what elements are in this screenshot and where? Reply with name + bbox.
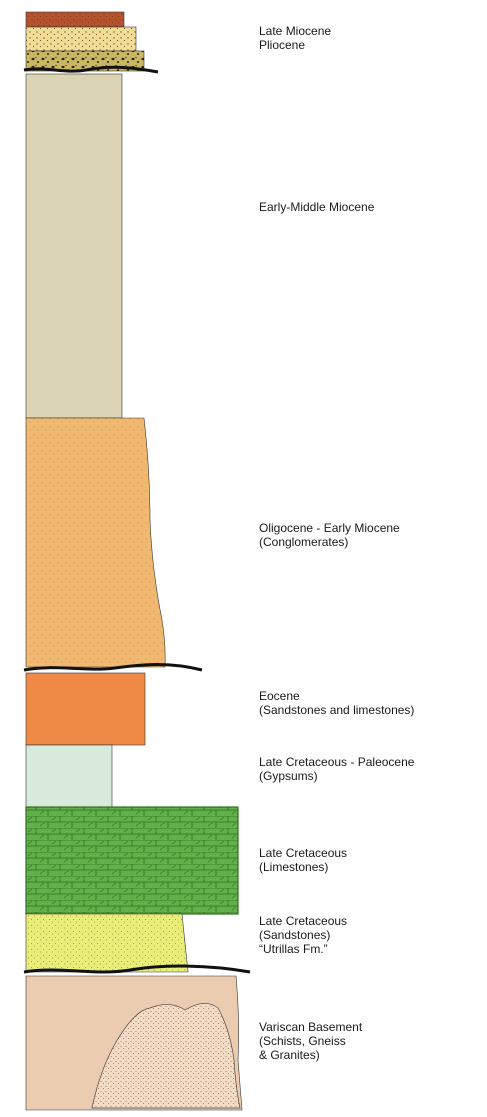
bed-limestone bbox=[26, 807, 238, 914]
label-eocene: Eocene (Sandstones and limestones) bbox=[259, 689, 414, 717]
bed-gypsum bbox=[26, 745, 112, 807]
bed-oligocene-early-miocene bbox=[26, 418, 165, 667]
label-line: Late Cretaceous - Paleocene bbox=[259, 755, 414, 769]
label-early-middle-miocene: Early-Middle Miocene bbox=[259, 200, 374, 214]
label-line: Late Cretaceous bbox=[259, 914, 347, 928]
label-line: (Sandstones and limestones) bbox=[259, 703, 414, 717]
label-line: Late Miocene bbox=[259, 24, 331, 38]
label-late-cretaceous-sandstones: Late Cretaceous (Sandstones) “Utrillas F… bbox=[259, 914, 347, 956]
label-line: Variscan Basement bbox=[259, 1020, 362, 1034]
label-line: (Conglomerates) bbox=[259, 535, 400, 549]
label-line: Late Cretaceous bbox=[259, 846, 347, 860]
label-line: “Utrillas Fm.” bbox=[259, 942, 347, 956]
bed-late-miocene-red bbox=[26, 12, 124, 27]
label-late-miocene-pliocene: Late Miocene Pliocene bbox=[259, 24, 331, 52]
label-line: Early-Middle Miocene bbox=[259, 200, 374, 214]
label-line: & Granites) bbox=[259, 1048, 362, 1062]
label-oligocene-early-miocene: Oligocene - Early Miocene (Conglomerates… bbox=[259, 521, 400, 549]
label-line: (Gypsums) bbox=[259, 769, 414, 783]
bed-early-middle-miocene bbox=[26, 74, 122, 418]
label-late-cretaceous-limestones: Late Cretaceous (Limestones) bbox=[259, 846, 347, 874]
label-line: (Limestones) bbox=[259, 860, 347, 874]
label-line: Pliocene bbox=[259, 38, 331, 52]
label-late-cretaceous-paleocene: Late Cretaceous - Paleocene (Gypsums) bbox=[259, 755, 414, 783]
bed-eocene bbox=[26, 673, 145, 745]
bed-pliocene-sand bbox=[26, 27, 136, 51]
bed-utrillas-sandstone bbox=[26, 914, 188, 972]
label-line: Oligocene - Early Miocene bbox=[259, 521, 400, 535]
label-line: Eocene bbox=[259, 689, 414, 703]
label-line: (Sandstones) bbox=[259, 928, 347, 942]
label-line: (Schists, Gneiss bbox=[259, 1034, 362, 1048]
label-variscan-basement: Variscan Basement (Schists, Gneiss & Gra… bbox=[259, 1020, 362, 1062]
